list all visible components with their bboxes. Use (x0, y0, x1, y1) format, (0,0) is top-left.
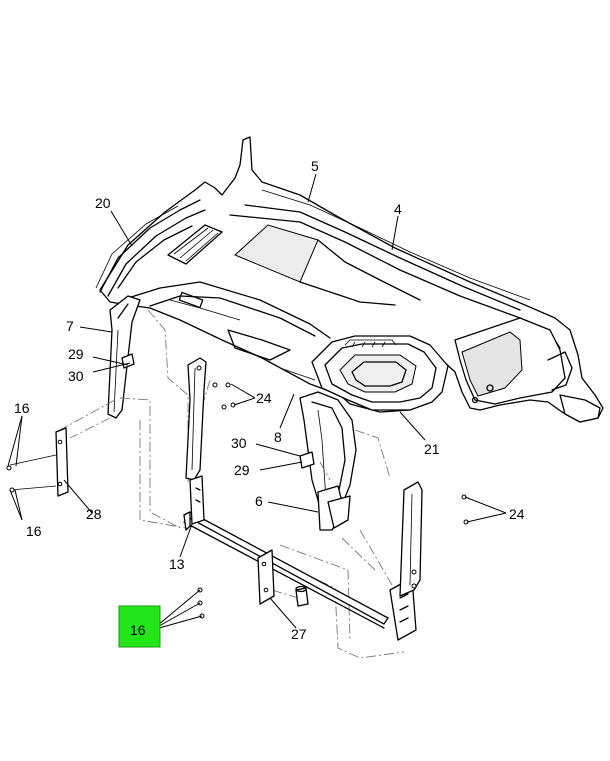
callout-21: 21 (424, 441, 440, 457)
callout-8: 8 (274, 429, 282, 445)
callout-4: 4 (394, 201, 402, 217)
callout-20: 20 (95, 195, 111, 211)
callout-7: 7 (66, 318, 74, 334)
part-24-right-bracket (399, 481, 469, 597)
part-28-left-plate (9, 427, 69, 497)
fasteners (6, 353, 315, 619)
callout-29-right: 29 (234, 462, 250, 478)
part-24-left-bracket (185, 357, 236, 481)
callout-30-right: 30 (231, 435, 247, 451)
part-6-right-post (299, 391, 357, 531)
upper-shroud-assembly (95, 136, 604, 423)
callout-27: 27 (291, 626, 307, 642)
highlight-box-16[interactable] (118, 605, 161, 648)
callout-29-left: 29 (68, 346, 84, 362)
callout-30-left: 30 (68, 368, 84, 384)
callout-labels: 5 4 20 7 29 30 16 24 8 21 30 29 6 28 24 … (14, 158, 525, 642)
callout-16-highlight[interactable]: 16 (130, 622, 146, 638)
callout-24-left: 24 (256, 390, 272, 406)
callout-5: 5 (311, 158, 319, 174)
callout-28: 28 (86, 506, 102, 522)
callout-24-right: 24 (509, 506, 525, 522)
part-27-plate (257, 549, 309, 607)
part-13-lower-frame (183, 475, 417, 641)
callout-13: 13 (169, 556, 185, 572)
callout-6: 6 (255, 493, 263, 509)
part-21-tray (311, 335, 449, 411)
callout-16-bottom: 16 (26, 523, 42, 539)
callout-16-top: 16 (14, 400, 30, 416)
